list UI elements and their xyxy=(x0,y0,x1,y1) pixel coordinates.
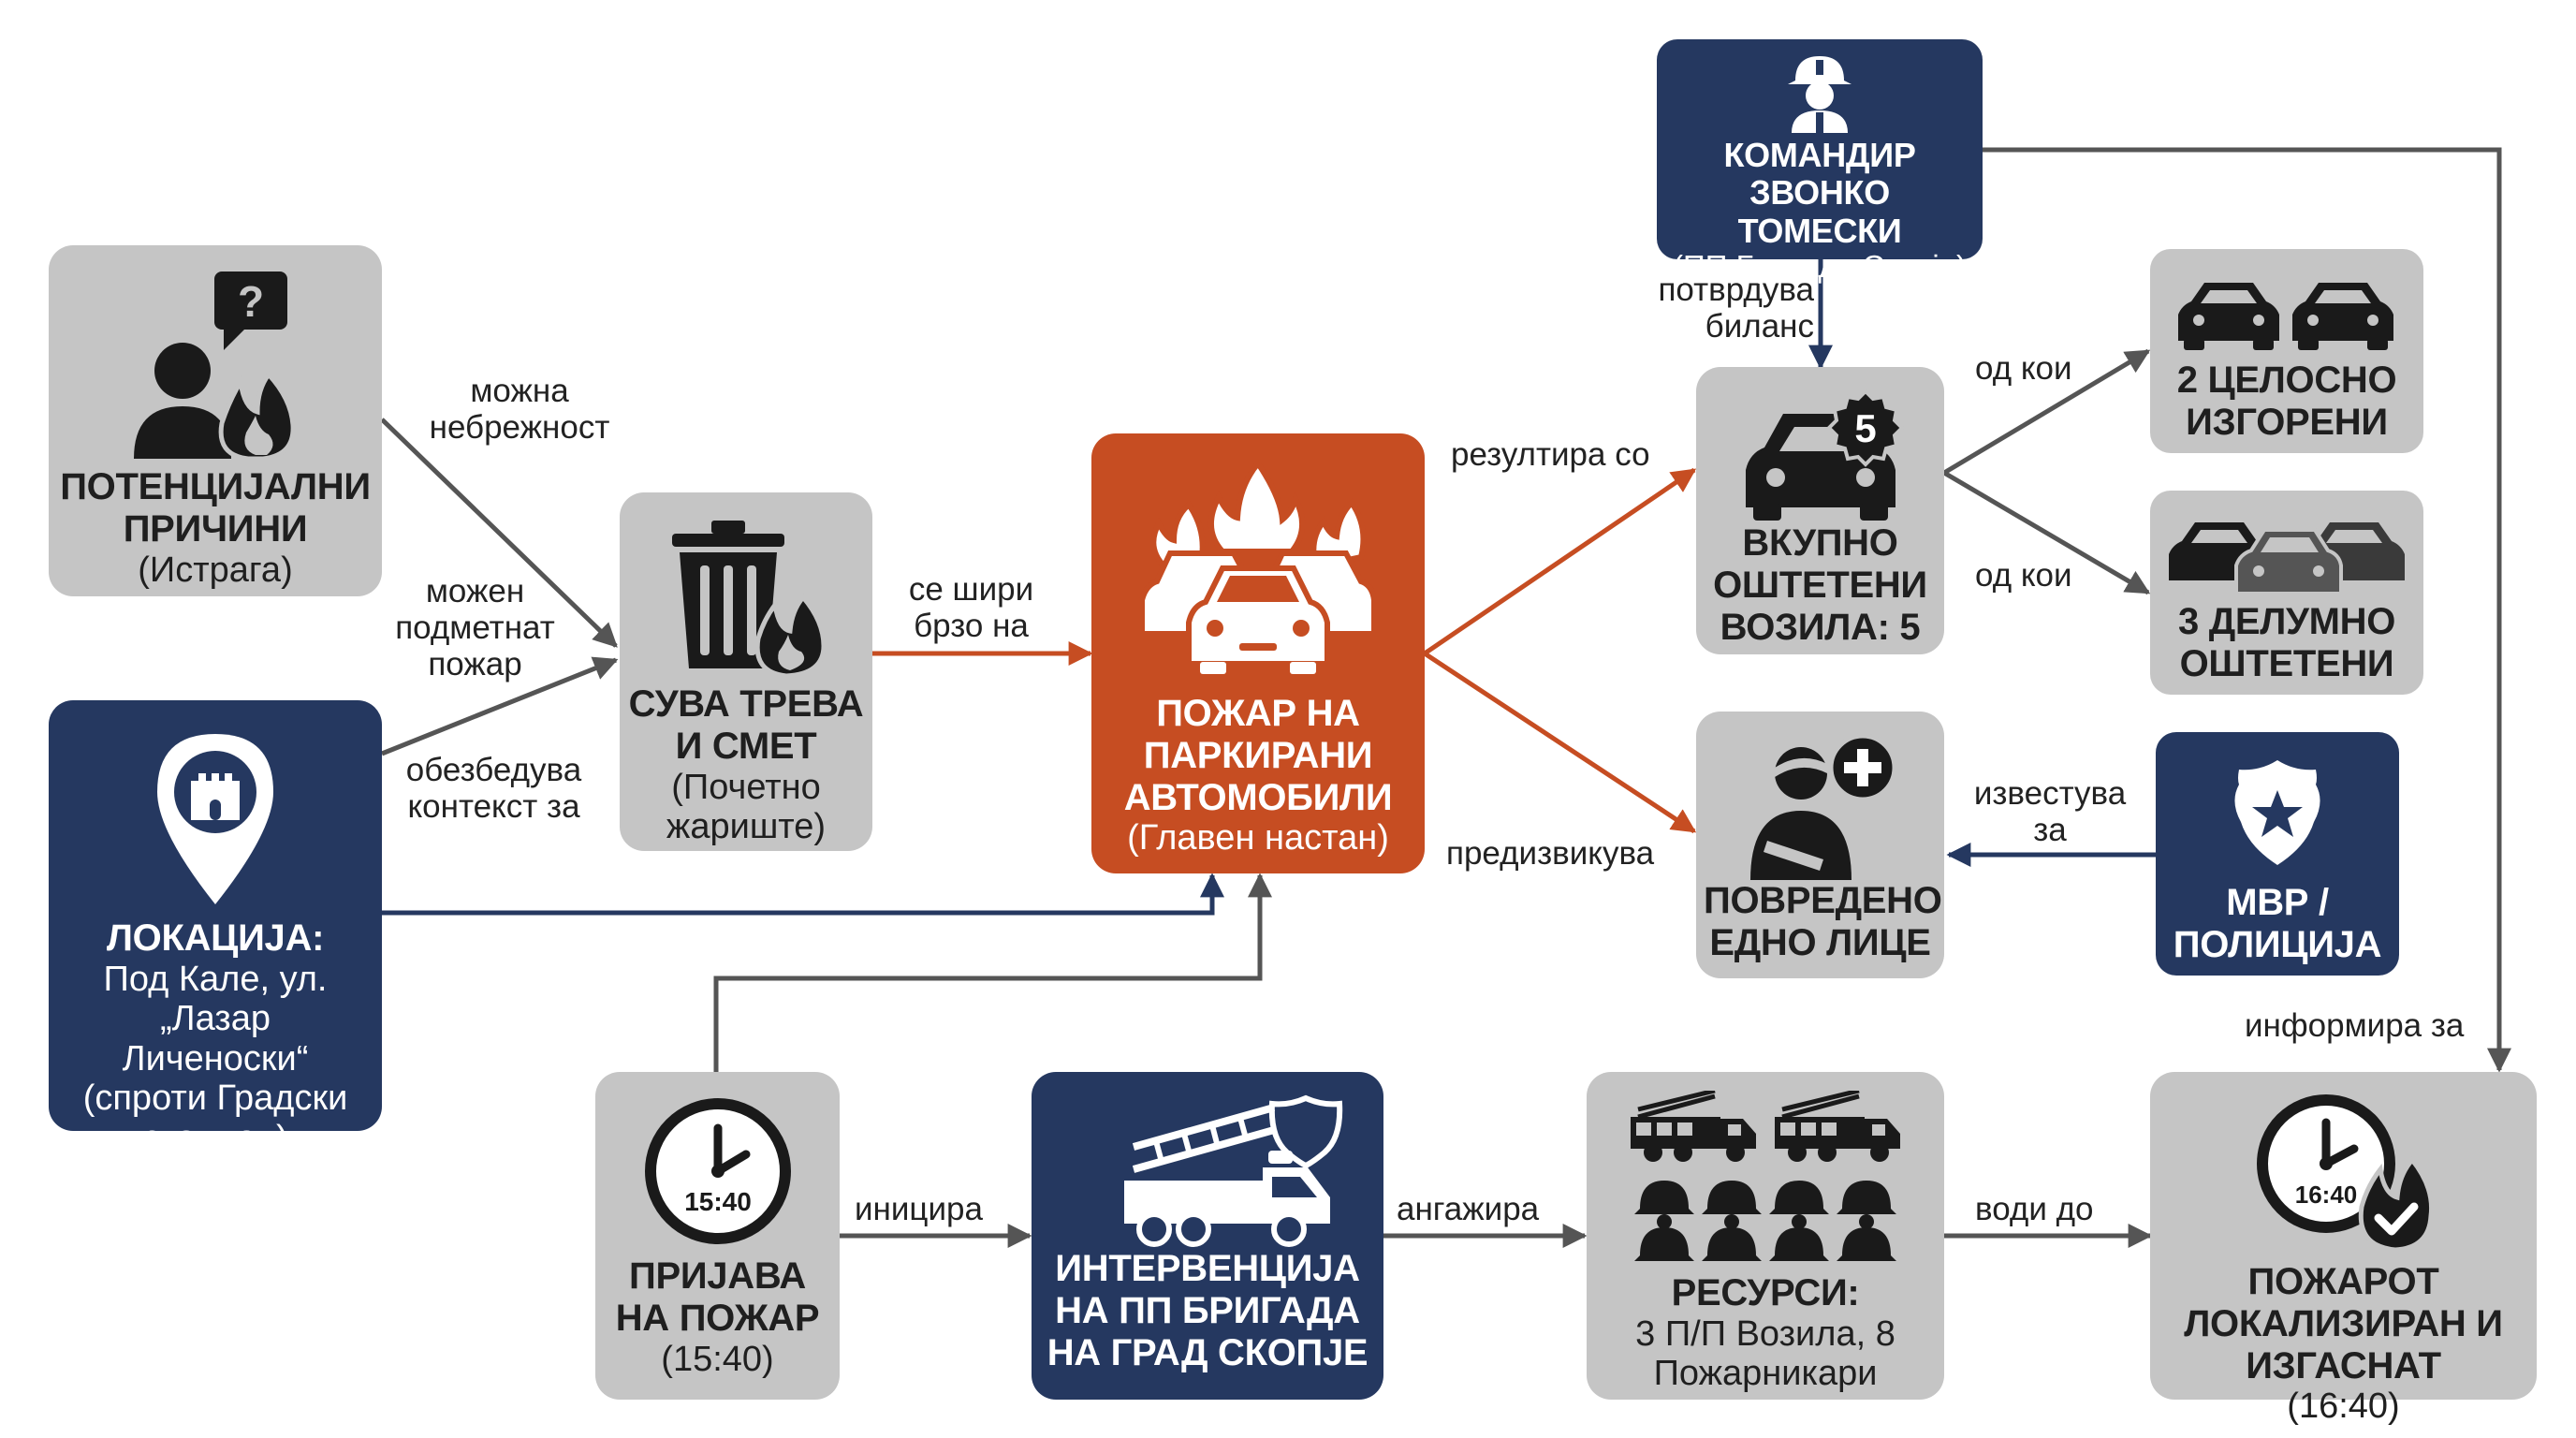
edge-label-spreads: се шири брзо на xyxy=(908,571,1034,645)
damaged-cars-icon xyxy=(2150,513,2423,597)
clock-icon: 15:40 xyxy=(595,1096,840,1246)
arrow-location-to-grass xyxy=(381,656,619,756)
arrow-report-to-fire xyxy=(713,873,1272,1072)
extinguished-time: (16:40) xyxy=(2287,1387,2400,1427)
report-node: 15:40 ПРИЈАВА НА ПОЖАР (15:40) xyxy=(595,1072,840,1400)
arrow-fire-to-damaged xyxy=(1423,467,1697,656)
extinguished-clock-time: 16:40 xyxy=(2294,1181,2357,1209)
edge-label-negligence: можна небрежност xyxy=(429,373,610,447)
police-node: МВР / ПОЛИЦИЈА xyxy=(2156,732,2399,976)
police-title: МВР / ПОЛИЦИЈА xyxy=(2173,882,2382,965)
location-address: Под Кале, ул. „Лазар Личеноски“ (спроти … xyxy=(82,959,348,1158)
causes-node: ? ПОТЕНЦИЈАЛНИ ПРИЧИНИ (Истрага) xyxy=(49,245,382,596)
fire-node: ПОЖАР НА ПАРКИРАНИ АВТОМОБИЛИ (Главен на… xyxy=(1091,433,1425,873)
damaged-badge: 5 xyxy=(1854,406,1876,450)
injured-person-icon xyxy=(1696,730,1944,880)
burned-cars-icon xyxy=(2150,275,2423,352)
arrow-damaged-to-burned xyxy=(1942,348,2151,476)
clock-check-icon: 16:40 xyxy=(2150,1093,2537,1252)
location-node: ЛОКАЦИЈА: Под Кале, ул. „Лазар Личеноски… xyxy=(49,700,382,1158)
partial-node: 3 ДЕЛУМНО ОШТЕТЕНИ xyxy=(2150,491,2423,695)
resources-title: РЕСУРСИ: xyxy=(1671,1272,1860,1313)
edge-label-of-which-1: од кои xyxy=(1975,350,2072,387)
edge-label-informs: информира за xyxy=(2245,1007,2465,1044)
edge-label-initiates: иницира xyxy=(855,1191,983,1227)
edge-label-results: резултира со xyxy=(1451,436,1650,473)
damaged-title: ВКУПНО ОШТЕТЕНИ ВОЗИЛА: 5 xyxy=(1713,522,1927,648)
svg-text:?: ? xyxy=(238,277,264,326)
injured-node: ПОВРЕДЕНО ЕДНО ЛИЦЕ xyxy=(1696,712,1944,978)
extinguished-node: 16:40 ПОЖАРОТ ЛОКАЛИЗИРАН И ИЗГАСНАТ (16… xyxy=(2150,1072,2537,1426)
arrow-fire-to-injured xyxy=(1423,651,1697,834)
intervention-title: ИНТЕРВЕНЦИЈА НА ПП БРИГАДА НА ГРАД СКОПЈ… xyxy=(1046,1248,1368,1373)
arrow-causes-to-grass xyxy=(380,418,618,648)
arrow-location-to-fire xyxy=(382,873,1224,916)
trash-can-fire-icon xyxy=(620,519,872,678)
edge-label-reports: известува за xyxy=(1973,775,2127,849)
causes-subtitle: (Истрага) xyxy=(138,550,293,590)
arrow-damaged-to-partial xyxy=(1942,470,2151,595)
burned-node: 2 ЦЕЛОСНО ИЗГОРЕНИ xyxy=(2150,249,2423,453)
edge-label-causes-injury: предизвикува xyxy=(1446,835,1655,872)
firefighter-icon xyxy=(1657,49,1983,133)
grass-subtitle: (Почетно жариште) xyxy=(666,767,827,847)
location-title: ЛОКАЦИЈА: xyxy=(106,917,325,959)
edge-label-leads-to: води до xyxy=(1975,1191,2094,1227)
police-badge-icon xyxy=(2156,756,2399,869)
map-pin-castle-icon xyxy=(49,728,382,906)
trucks-helmets-icon xyxy=(1587,1091,1944,1269)
edge-label-arson: можен подметнат пожар xyxy=(395,573,555,683)
person-question-fire-icon: ? xyxy=(49,271,382,459)
report-clock-time: 15:40 xyxy=(684,1187,752,1216)
car-badge-icon: 5 xyxy=(1696,389,1944,530)
resources-detail: 3 П/П Возила, 8 Пожарникари xyxy=(1635,1313,1895,1394)
commander-node: КОМАНДИР ЗВОНКО ТОМЕСКИ (ПП Бригада Скоп… xyxy=(1657,39,1983,284)
edge-label-confirms: потврдува биланс xyxy=(1658,271,1814,345)
arrow-commander-to-extinguished xyxy=(1983,147,2511,1073)
grass-title: СУВА ТРЕВА И СМЕТ xyxy=(628,683,864,767)
edge-label-of-which-2: од кои xyxy=(1975,557,2072,594)
fire-truck-icon xyxy=(1032,1091,1383,1250)
resources-node: РЕСУРСИ: 3 П/П Возила, 8 Пожарникари xyxy=(1587,1072,1944,1400)
extinguished-title: ПОЖАРОТ ЛОКАЛИЗИРАН И ИЗГАСНАТ xyxy=(2184,1261,2503,1387)
burned-title: 2 ЦЕЛОСНО ИЗГОРЕНИ xyxy=(2176,360,2397,443)
report-time: (15:40) xyxy=(661,1339,774,1379)
report-title: ПРИЈАВА НА ПОЖАР xyxy=(615,1255,820,1339)
grass-node: СУВА ТРЕВА И СМЕТ (Почетно жариште) xyxy=(620,492,872,851)
partial-title: 3 ДЕЛУМНО ОШТЕТЕНИ xyxy=(2177,601,2396,684)
fire-title: ПОЖАР НА ПАРКИРАНИ АВТОМОБИЛИ xyxy=(1123,693,1393,818)
edge-label-context: обезбедува контекст за xyxy=(405,752,582,826)
injured-title: ПОВРЕДЕНО ЕДНО ЛИЦЕ xyxy=(1704,880,1942,963)
commander-subtitle: (ПП Бригада Скопје) xyxy=(1672,248,1967,284)
commander-title: КОМАНДИР ЗВОНКО ТОМЕСКИ xyxy=(1723,136,1916,250)
damaged-node: 5 ВКУПНО ОШТЕТЕНИ ВОЗИЛА: 5 xyxy=(1696,367,1944,654)
burning-cars-icon xyxy=(1091,463,1425,674)
causes-title: ПОТЕНЦИЈАЛНИ ПРИЧИНИ xyxy=(60,466,371,550)
edge-label-engages: ангажира xyxy=(1397,1191,1540,1227)
fire-subtitle: (Главен настан) xyxy=(1127,818,1389,858)
intervention-node: ИНТЕРВЕНЦИЈА НА ПП БРИГАДА НА ГРАД СКОПЈ… xyxy=(1032,1072,1383,1400)
